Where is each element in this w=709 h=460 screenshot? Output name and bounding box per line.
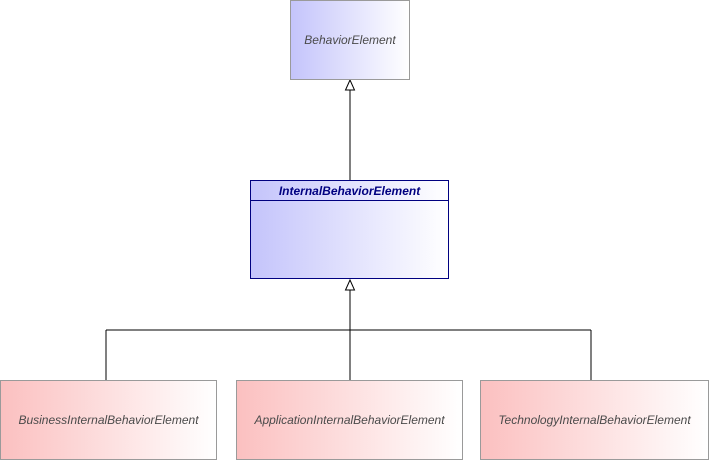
internal-behavior-element-label: InternalBehaviorElement [278,183,421,198]
technology-internal-behavior-element-node[interactable]: TechnologyInternalBehaviorElement [480,380,709,460]
application-internal-behavior-element-node[interactable]: ApplicationInternalBehaviorElement [236,380,463,460]
application-internal-behavior-element-label: ApplicationInternalBehaviorElement [254,413,445,427]
business-internal-behavior-element-label: BusinessInternalBehaviorElement [18,413,199,427]
business-internal-behavior-element-node[interactable]: BusinessInternalBehaviorElement [0,380,217,460]
behavior-element-node[interactable]: BehaviorElement [290,0,410,80]
technology-internal-behavior-element-label: TechnologyInternalBehaviorElement [498,413,691,427]
internal-behavior-element-node[interactable]: InternalBehaviorElement [250,180,449,279]
behavior-element-label: BehaviorElement [304,33,396,47]
generalization-arrowhead-behavior [344,78,356,91]
generalization-arrowhead-internal [344,278,356,291]
internal-behavior-element-title: InternalBehaviorElement [251,181,448,201]
